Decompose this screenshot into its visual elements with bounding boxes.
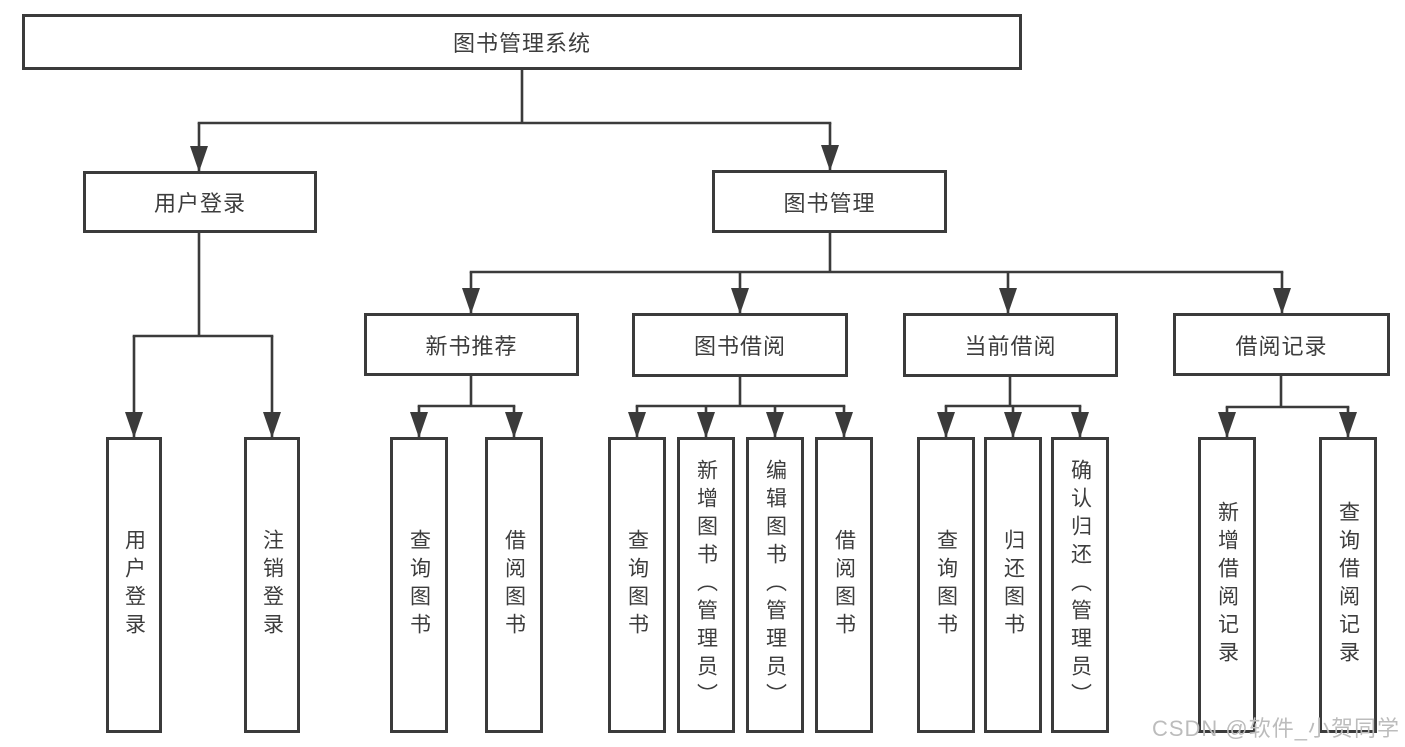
node-root: 图书管理系统 xyxy=(22,14,1022,70)
node-query-book-current-label: 查询图书 xyxy=(934,529,958,641)
node-query-book-borrow: 查询图书 xyxy=(608,437,666,733)
node-borrow-book-recommend: 借阅图书 xyxy=(485,437,543,733)
node-add-borrow-record: 新增借阅记录 xyxy=(1198,437,1256,733)
node-confirm-return-admin-label: 确认归还（管理员） xyxy=(1068,459,1092,711)
node-book-borrow: 图书借阅 xyxy=(632,313,848,377)
node-user-login-leaf: 用户登录 xyxy=(106,437,162,733)
node-user-login-leaf-label: 用户登录 xyxy=(122,529,146,641)
node-current-borrow: 当前借阅 xyxy=(903,313,1118,377)
node-add-borrow-record-label: 新增借阅记录 xyxy=(1215,501,1239,669)
node-borrow-records: 借阅记录 xyxy=(1173,313,1390,376)
node-query-book-recommend-label: 查询图书 xyxy=(407,529,431,641)
node-root-label: 图书管理系统 xyxy=(452,31,591,56)
node-query-borrow-record: 查询借阅记录 xyxy=(1319,437,1377,733)
node-query-book-current: 查询图书 xyxy=(917,437,975,733)
node-edit-book-admin-label: 编辑图书（管理员） xyxy=(763,459,787,711)
node-return-book: 归还图书 xyxy=(984,437,1042,733)
node-book-management-label: 图书管理 xyxy=(783,190,876,216)
node-book-borrow-label: 图书借阅 xyxy=(693,334,786,359)
node-add-book-admin: 新增图书（管理员） xyxy=(677,437,735,733)
node-user-login-label: 用户登录 xyxy=(153,191,246,216)
node-book-management: 图书管理 xyxy=(712,170,947,233)
node-new-book-recommend: 新书推荐 xyxy=(364,313,579,376)
node-borrow-records-label: 借阅记录 xyxy=(1235,333,1328,359)
node-confirm-return-admin: 确认归还（管理员） xyxy=(1051,437,1109,733)
node-logout-leaf-label: 注销登录 xyxy=(260,529,284,641)
node-query-borrow-record-label: 查询借阅记录 xyxy=(1336,501,1360,669)
node-edit-book-admin: 编辑图书（管理员） xyxy=(746,437,804,733)
node-return-book-label: 归还图书 xyxy=(1001,529,1025,641)
node-borrow-book-recommend-label: 借阅图书 xyxy=(502,529,526,641)
node-borrow-book-leaf-label: 借阅图书 xyxy=(832,529,856,641)
node-query-book-borrow-label: 查询图书 xyxy=(625,529,649,641)
node-current-borrow-label: 当前借阅 xyxy=(964,334,1057,359)
node-user-login: 用户登录 xyxy=(83,171,317,233)
node-borrow-book-leaf: 借阅图书 xyxy=(815,437,873,733)
node-add-book-admin-label: 新增图书（管理员） xyxy=(694,459,718,711)
node-query-book-recommend: 查询图书 xyxy=(390,437,448,733)
node-logout-leaf: 注销登录 xyxy=(244,437,300,733)
watermark-text: CSDN @软件_小贺同学 xyxy=(1151,716,1400,741)
node-new-book-recommend-label: 新书推荐 xyxy=(425,333,518,359)
